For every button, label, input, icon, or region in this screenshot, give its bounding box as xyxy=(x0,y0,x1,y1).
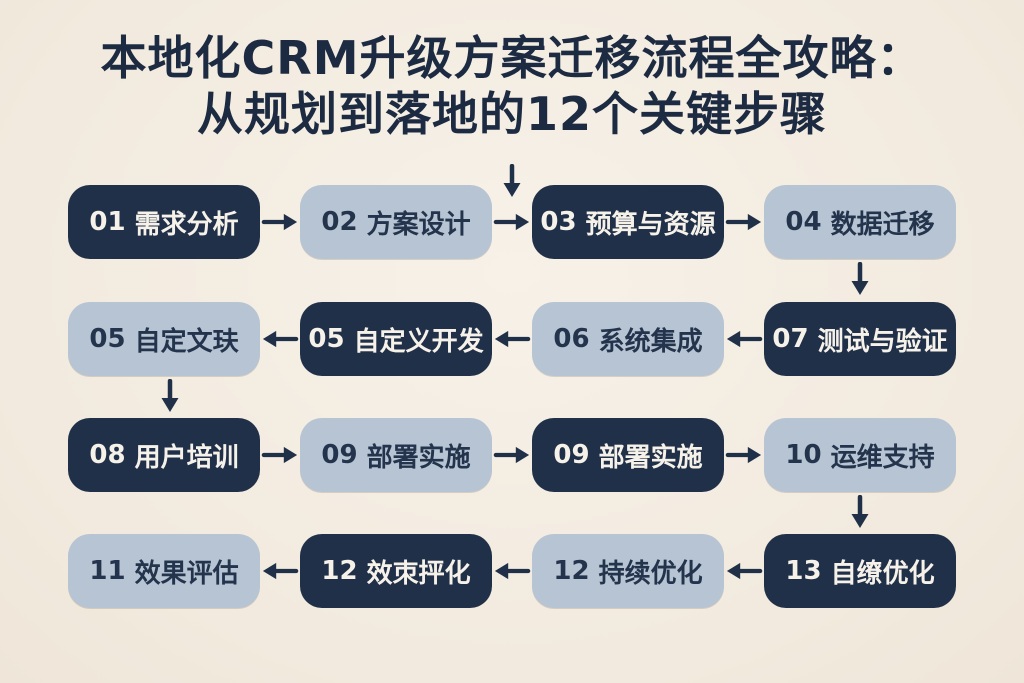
step-09a-label: 部署实施 xyxy=(366,442,471,473)
arrow-left-icon xyxy=(261,327,299,351)
arrow-right-icon xyxy=(261,443,299,467)
step-02-label: 方案设计 xyxy=(366,209,471,240)
step-05b-box: 05 自定义开发 xyxy=(300,302,492,376)
step-03-number: 03 xyxy=(540,207,577,237)
arrow-left-icon xyxy=(725,559,763,583)
step-04-label: 数据迁移 xyxy=(830,209,935,240)
step-08-label: 用户培训 xyxy=(134,442,239,473)
step-10-box: 10 运维支持 xyxy=(764,418,956,492)
step-13-number: 13 xyxy=(785,556,822,586)
step-09a-number: 09 xyxy=(321,440,358,470)
step-13-box: 13 自缭优化 xyxy=(764,534,956,608)
arrow-right-icon xyxy=(725,210,763,234)
step-07-number: 07 xyxy=(772,324,809,354)
step-11-box: 11 效果评估 xyxy=(68,534,260,608)
step-01-box: 01 需求分析 xyxy=(68,185,260,259)
arrow-down-icon xyxy=(848,495,872,529)
arrow-down-icon xyxy=(500,164,524,198)
step-09b-box: 09 部署实施 xyxy=(532,418,724,492)
step-08-number: 08 xyxy=(89,440,126,470)
step-12b-label: 持续优化 xyxy=(598,558,703,589)
step-07-box: 07 测试与验证 xyxy=(764,302,956,376)
flow-row-1: 01 需求分析 02 方案设计 03 预算与资源 04 数据迁移 xyxy=(68,185,956,259)
step-12b-number: 12 xyxy=(553,556,590,586)
step-10-label: 运维支持 xyxy=(830,442,935,473)
page-title-line1: 本地化CRM升级方案迁移流程全攻略： xyxy=(100,31,924,85)
page-title: 本地化CRM升级方案迁移流程全攻略： 从规划到落地的12个关键步骤 xyxy=(0,30,1024,142)
step-05b-number: 05 xyxy=(308,324,345,354)
arrow-left-icon xyxy=(493,559,531,583)
step-12a-label: 效朿抨化 xyxy=(366,558,471,589)
step-12a-box: 12 效朿抨化 xyxy=(300,534,492,608)
step-04-box: 04 数据迁移 xyxy=(764,185,956,259)
step-09b-label: 部署实施 xyxy=(598,442,703,473)
step-10-number: 10 xyxy=(785,440,822,470)
arrow-right-icon xyxy=(261,210,299,234)
step-05a-number: 05 xyxy=(89,324,126,354)
step-03-box: 03 预算与资源 xyxy=(532,185,724,259)
step-13-label: 自缭优化 xyxy=(830,558,935,589)
step-02-number: 02 xyxy=(321,207,358,237)
page-title-line2: 从规划到落地的12个关键步骤 xyxy=(196,87,827,142)
flow-row-2: 05 自定文玞 05 自定义开发 06 系统集成 07 测试与验证 xyxy=(68,302,956,376)
step-12a-number: 12 xyxy=(321,556,358,586)
step-09a-box: 09 部署实施 xyxy=(300,418,492,492)
step-06-label: 系统集成 xyxy=(598,326,703,357)
arrow-right-icon xyxy=(493,443,531,467)
step-11-number: 11 xyxy=(89,556,126,586)
step-11-label: 效果评估 xyxy=(134,558,239,589)
step-01-label: 需求分析 xyxy=(134,209,239,240)
arrow-down-icon xyxy=(848,262,872,296)
arrow-down-icon xyxy=(158,379,182,413)
arrow-right-icon xyxy=(493,210,531,234)
flow-row-4: 11 效果评估 12 效朿抨化 12 持续优化 13 自缭优化 xyxy=(68,534,956,608)
step-08-box: 08 用户培训 xyxy=(68,418,260,492)
step-05a-box: 05 自定文玞 xyxy=(68,302,260,376)
step-02-box: 02 方案设计 xyxy=(300,185,492,259)
flow-row-3: 08 用户培训 09 部署实施 09 部署实施 10 运维支持 xyxy=(68,418,956,492)
arrow-left-icon xyxy=(725,327,763,351)
step-07-label: 测试与验证 xyxy=(817,326,948,357)
step-12b-box: 12 持续优化 xyxy=(532,534,724,608)
step-06-number: 06 xyxy=(553,324,590,354)
step-09b-number: 09 xyxy=(553,440,590,470)
step-01-number: 01 xyxy=(89,207,126,237)
step-03-label: 预算与资源 xyxy=(585,209,716,240)
arrow-right-icon xyxy=(725,443,763,467)
step-05a-label: 自定文玞 xyxy=(134,326,239,357)
step-06-box: 06 系统集成 xyxy=(532,302,724,376)
arrow-left-icon xyxy=(493,327,531,351)
step-05b-label: 自定义开发 xyxy=(353,326,484,357)
arrow-left-icon xyxy=(261,559,299,583)
step-04-number: 04 xyxy=(785,207,822,237)
